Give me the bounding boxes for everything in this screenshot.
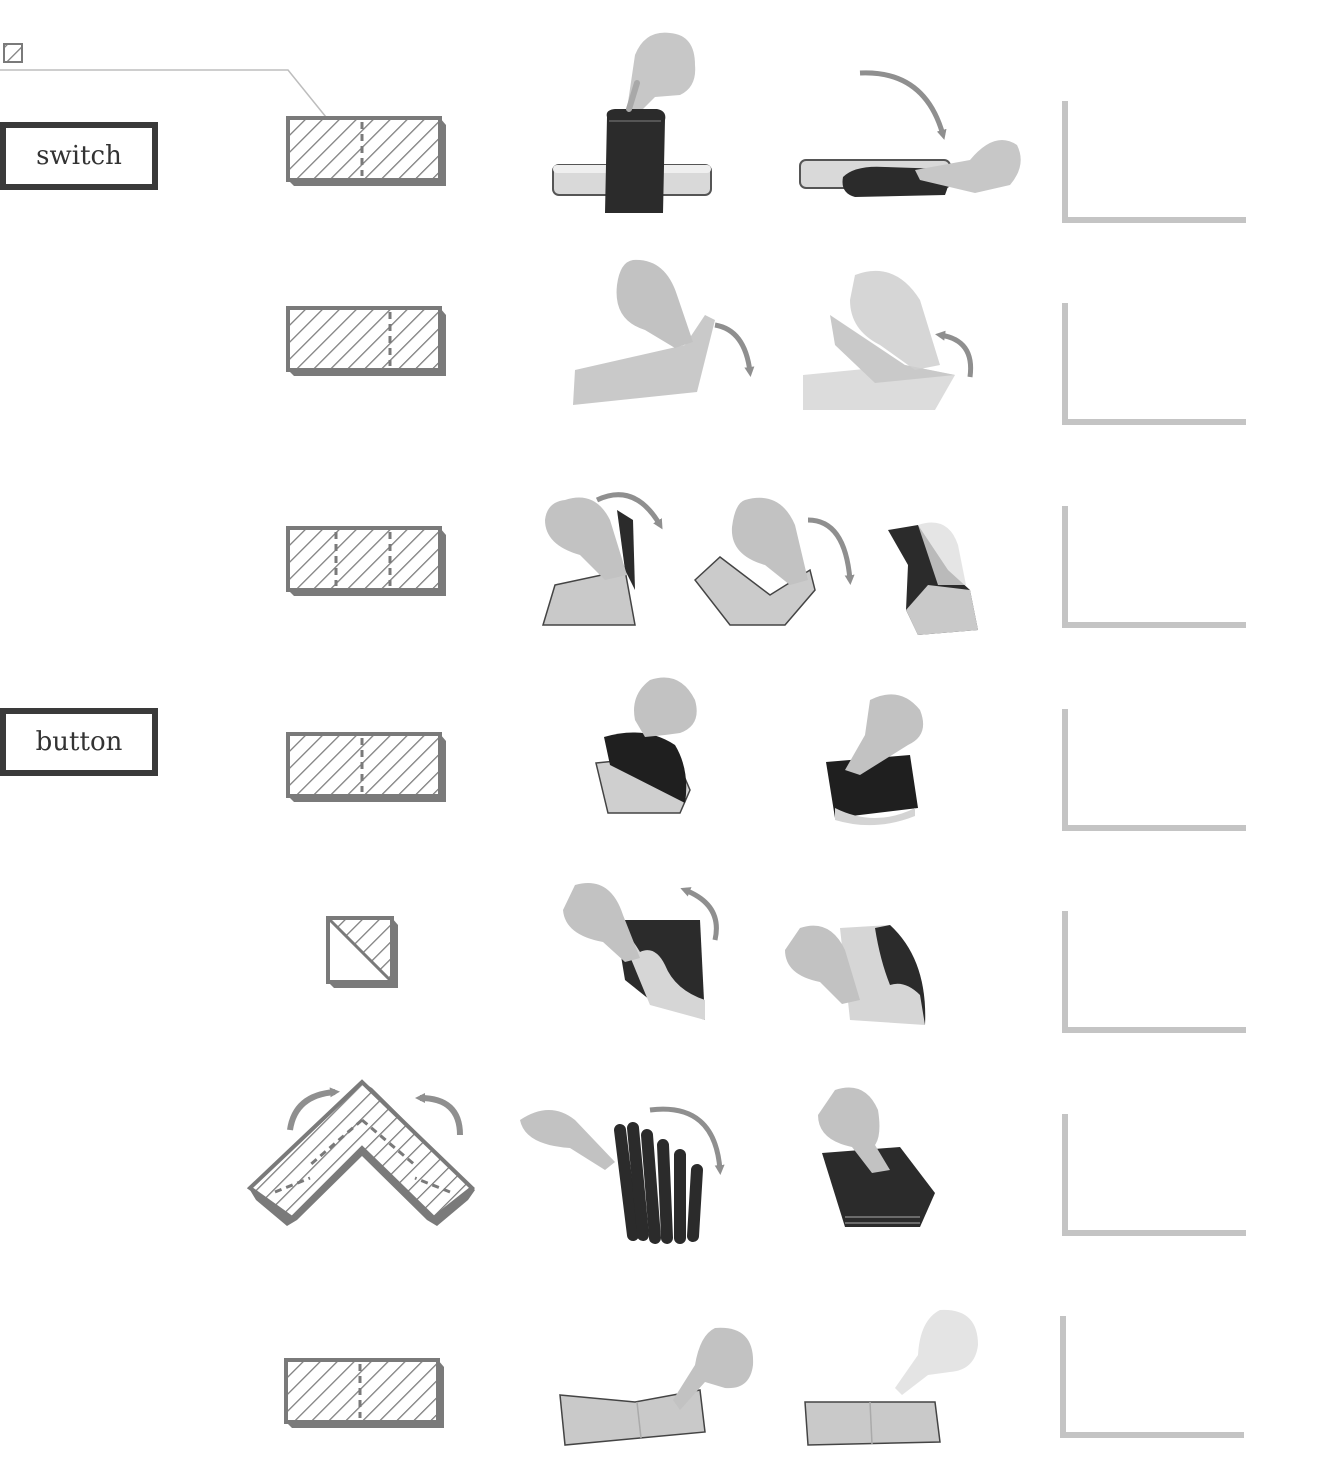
light-sheet-release-photo [804,1309,978,1446]
empty-axes-row-4 [1062,709,1246,831]
empty-axes-row-3 [1062,506,1246,628]
accordion-collapsed-photo [818,1087,935,1227]
hatched-rectangle-one-fold [286,116,446,186]
dark-sheet-curl-photo [595,677,697,814]
legend-leader [0,43,331,123]
hatched-rectangle-center-fold [284,1358,444,1428]
square-curl-photo [785,925,926,1025]
light-sheet-lift-edge-photo [573,259,755,405]
empty-axes-row-2 [1062,303,1246,425]
hatched-chevron [246,1079,476,1226]
square-corner-lift-photo [563,883,719,1020]
empty-axes-row-5 [1062,911,1246,1033]
empty-axes-row-1 [1062,101,1246,223]
hatched-rectangle-center-fold [286,732,446,802]
empty-axes-row-6 [1062,1114,1246,1236]
dark-sheet-flattened-photo [826,694,924,826]
switch-label: switch [0,122,158,190]
accordion-fan-photo [520,1106,725,1244]
sheet-second-fold-photo [693,497,855,626]
dark-strip-over-bar-photo [552,32,712,213]
empty-axes-row-7 [1060,1316,1244,1438]
light-sheet-press-photo [559,1327,754,1446]
button-label: button [0,708,158,776]
strip-folded-flat-photo [799,70,1021,197]
sheet-first-fold-photo [541,492,663,626]
hatched-swatch-icon [3,43,23,63]
hatched-rectangle-two-folds [286,526,446,596]
light-sheet-folded-back-photo [803,270,974,410]
hatched-square [326,916,398,988]
sheet-folded-tube-photo [888,522,978,635]
hatched-rectangle-one-fold-right [286,306,446,376]
